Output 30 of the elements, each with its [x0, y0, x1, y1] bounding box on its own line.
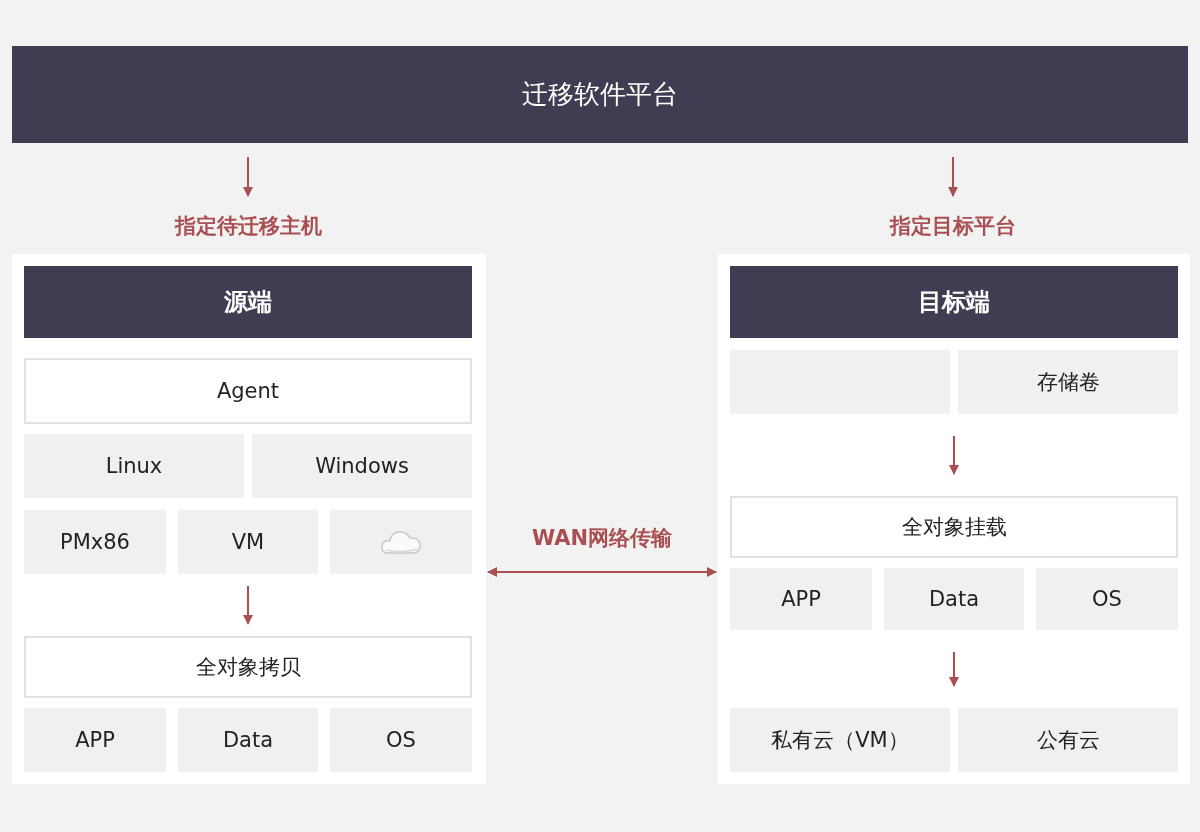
heading-bar: 目标端	[730, 266, 1178, 338]
arrow	[243, 585, 253, 625]
label-box: 公有云	[958, 708, 1178, 772]
label-box: OS	[1036, 568, 1178, 630]
label-box: APP	[24, 708, 166, 772]
label-box: PMx86	[24, 510, 166, 574]
label-box: VM	[178, 510, 318, 574]
label-box: 私有云（VM）	[730, 708, 950, 772]
panel	[718, 254, 1190, 784]
label-box: 存储卷	[958, 350, 1178, 414]
label-box: 全对象拷贝	[24, 636, 472, 698]
caption-text: 指定目标平台	[853, 210, 1053, 242]
label-box: Data	[178, 708, 318, 772]
label-box: Agent	[24, 358, 472, 424]
label-box: Windows	[252, 434, 472, 498]
label-box: Data	[884, 568, 1024, 630]
arrow	[243, 156, 253, 197]
arrow	[949, 435, 959, 475]
label-box: 全对象挂载	[730, 496, 1178, 558]
label-box: OS	[330, 708, 472, 772]
arrow	[948, 156, 958, 197]
panel	[12, 254, 486, 784]
caption-text: 指定待迁移主机	[148, 210, 348, 242]
label-box: Linux	[24, 434, 244, 498]
arrow	[949, 651, 959, 687]
header-bar: 迁移软件平台	[12, 46, 1188, 143]
heading-bar: 源端	[24, 266, 472, 338]
double-arrow	[487, 567, 717, 577]
label-box: APP	[730, 568, 872, 630]
tile	[330, 510, 472, 574]
